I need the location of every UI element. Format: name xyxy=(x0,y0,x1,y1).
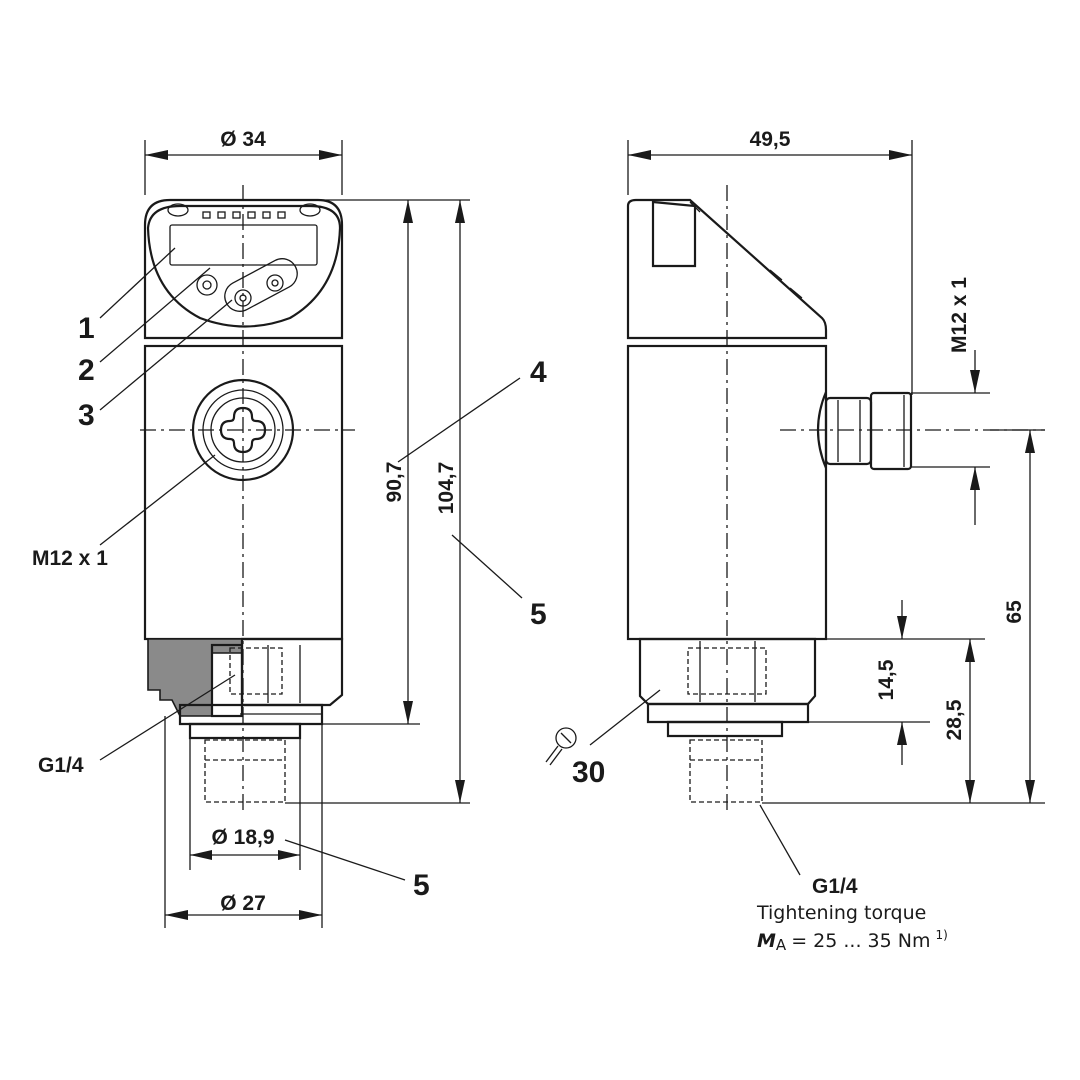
dim-outer-diameter: Ø 27 xyxy=(220,892,266,915)
torque-symbol: M xyxy=(757,930,776,952)
label-side-connector: M12 x 1 xyxy=(948,277,971,353)
side-thread xyxy=(689,739,763,803)
front-view: Ø 34 90,7 104,7 Ø 18,9 Ø 27 xyxy=(32,128,547,928)
callout-5-upper: 5 xyxy=(530,598,547,631)
push-buttons xyxy=(196,258,298,312)
wrench-icon xyxy=(545,727,577,766)
label-side-thread: G1/4 xyxy=(812,875,858,898)
callout-2: 2 xyxy=(78,354,95,387)
callout-1: 1 xyxy=(78,312,95,345)
dim-front-width: Ø 34 xyxy=(220,128,266,151)
side-head xyxy=(626,198,828,340)
torque-footnote: 1) xyxy=(935,928,947,942)
dim-side-depth: 49,5 xyxy=(750,128,791,151)
side-view: 49,5 M12 x 1 65 14,5 28,5 xyxy=(545,128,1045,954)
front-thread xyxy=(188,722,302,803)
torque-heading: Tightening torque xyxy=(756,902,926,924)
torque-value: = 25 ... 35 Nm xyxy=(791,930,930,952)
callout-4: 4 xyxy=(530,356,547,389)
callout-3: 3 xyxy=(78,399,95,432)
callout-5-lower: 5 xyxy=(413,869,430,902)
dim-inner-diameter: Ø 18,9 xyxy=(211,826,274,849)
display-window xyxy=(169,224,318,266)
led-row xyxy=(202,211,286,219)
dim-side-hex-height: 14,5 xyxy=(875,659,898,700)
m12-connector-side xyxy=(816,391,913,471)
torque-subscript: A xyxy=(776,936,787,954)
dim-front-height-total: 104,7 xyxy=(435,462,458,515)
label-front-connector: M12 x 1 xyxy=(32,547,108,570)
m12-connector-front xyxy=(191,378,295,482)
dim-side-height-65: 65 xyxy=(1003,600,1026,624)
dim-front-height-upper: 90,7 xyxy=(383,462,406,503)
label-front-thread: G1/4 xyxy=(38,754,84,777)
wrench-size-label: 30 xyxy=(572,756,605,789)
front-hex-nut xyxy=(147,637,344,726)
torque-spec: MA= 25 ... 35 Nm 1) xyxy=(757,928,948,954)
dim-side-lower-height: 28,5 xyxy=(943,699,966,740)
